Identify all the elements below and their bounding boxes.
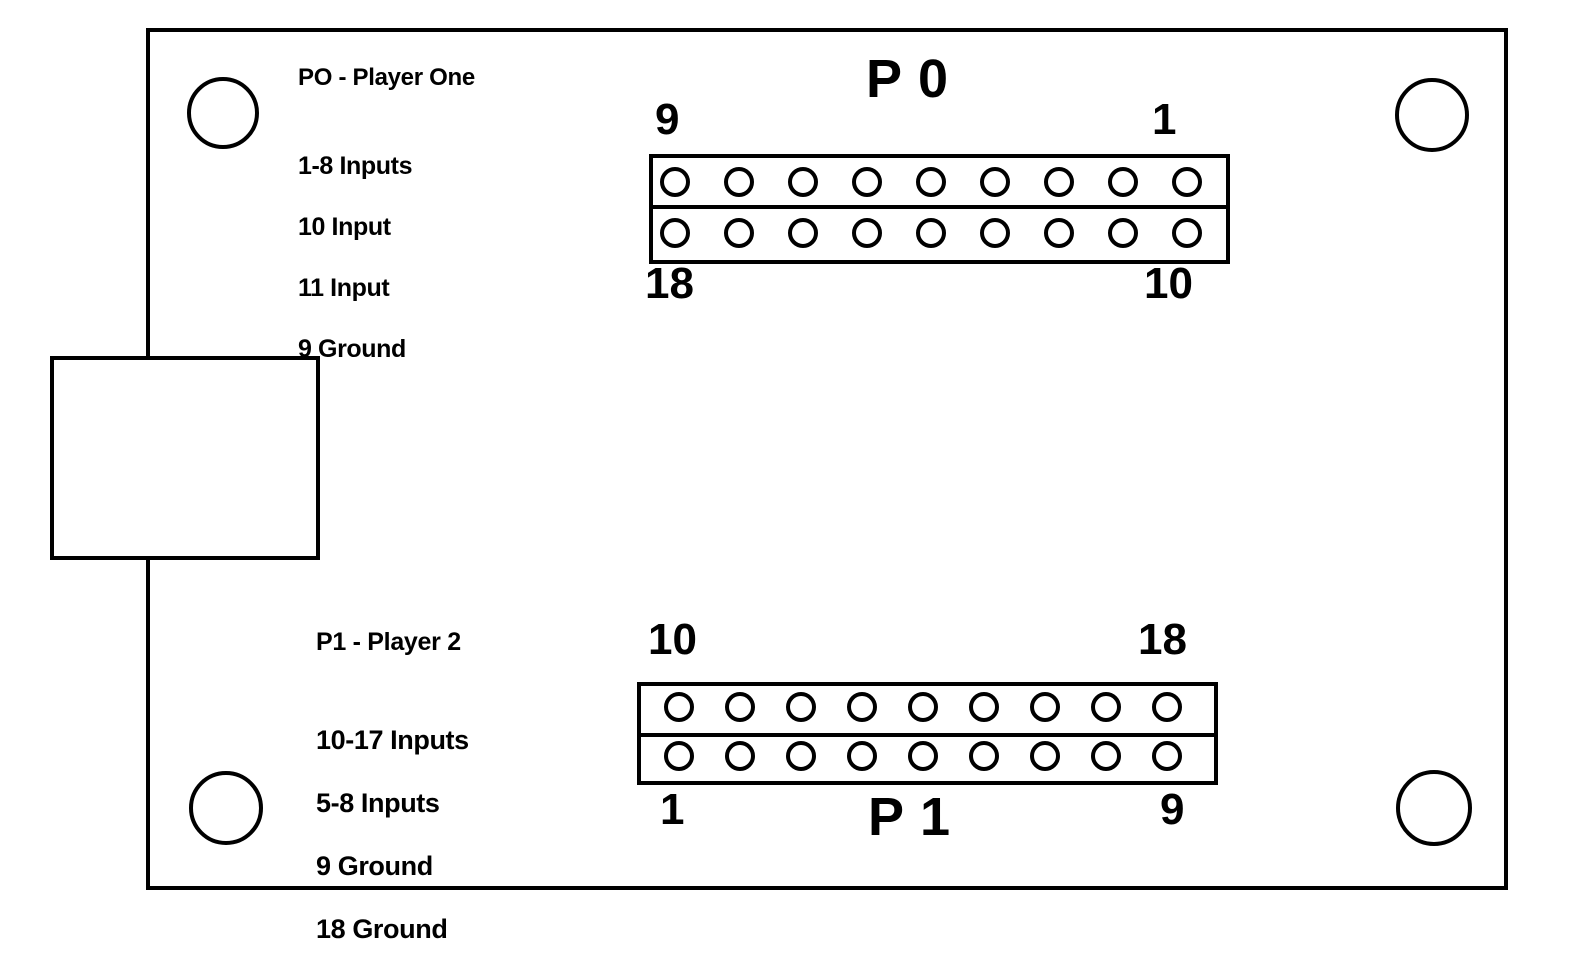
pin-hole: [664, 741, 694, 771]
p1-pin-label-top-right: 18: [1138, 615, 1187, 664]
pin-hole: [1152, 692, 1182, 722]
pin-hole: [1044, 218, 1074, 248]
pin-hole: [1030, 741, 1060, 771]
p1-pin-label-bottom-left: 1: [660, 785, 685, 834]
p0-note-line: 11 Input: [298, 274, 390, 302]
pin-hole: [969, 741, 999, 771]
p0-pin-label-top-right: 1: [1152, 95, 1177, 144]
p1-note-line: 18 Ground: [316, 914, 448, 944]
p0-header-title: P 0: [866, 49, 950, 109]
mounting-hole-bottom-left: [189, 771, 263, 845]
p0-pin-label-bottom-left: 18: [645, 259, 694, 308]
pin-hole: [1172, 167, 1202, 197]
mounting-hole-top-right: [1395, 78, 1469, 152]
pin-hole: [980, 218, 1010, 248]
p1-connector: [637, 682, 1218, 785]
pin-hole: [908, 692, 938, 722]
pin-hole: [725, 741, 755, 771]
pin-hole: [788, 218, 818, 248]
pin-hole: [847, 741, 877, 771]
p1-note-line: 9 Ground: [316, 851, 433, 881]
p0-note-line: 10 Input: [298, 213, 391, 241]
pin-hole: [786, 692, 816, 722]
pin-hole: [847, 692, 877, 722]
p0-connector: [649, 154, 1230, 264]
pin-hole: [724, 167, 754, 197]
p1-note-title: P1 - Player 2: [316, 628, 461, 656]
p1-header-title: P 1: [868, 787, 952, 847]
p0-note-line: 1-8 Inputs: [298, 152, 413, 180]
p1-pin-label-top-left: 10: [648, 615, 697, 664]
usb-connector-border: [50, 356, 320, 560]
pin-hole: [1108, 218, 1138, 248]
pin-hole: [1172, 218, 1202, 248]
p1-pin-label-bottom-right: 9: [1160, 785, 1185, 834]
pin-hole: [1091, 741, 1121, 771]
pin-hole: [852, 167, 882, 197]
pcb-board-diagram: [50, 28, 1508, 890]
p1-note-lines: 10-17 Inputs 5-8 Inputs 9 Ground 18 Grou…: [316, 695, 469, 963]
pin-hole: [916, 167, 946, 197]
pin-hole: [724, 218, 754, 248]
p0-note-line: 9 Ground: [298, 335, 406, 363]
pin-hole: [916, 218, 946, 248]
pin-hole: [1152, 741, 1182, 771]
p1-note-line: 5-8 Inputs: [316, 788, 440, 818]
mounting-hole-bottom-right: [1396, 770, 1472, 846]
p0-pin-label-bottom-right: 10: [1144, 259, 1193, 308]
usb-connector-fill: [54, 360, 316, 556]
pin-hole: [1030, 692, 1060, 722]
mounting-hole-top-left: [187, 77, 259, 149]
pin-hole: [1091, 692, 1121, 722]
pin-hole: [980, 167, 1010, 197]
pin-hole: [660, 218, 690, 248]
pin-hole: [852, 218, 882, 248]
p1-note-line: 10-17 Inputs: [316, 725, 469, 755]
pin-hole: [1108, 167, 1138, 197]
p0-pin-label-top-left: 9: [655, 95, 680, 144]
p1-pin-holes: [664, 692, 1182, 771]
pin-hole: [908, 741, 938, 771]
pin-hole: [664, 692, 694, 722]
pin-hole: [786, 741, 816, 771]
pin-hole: [660, 167, 690, 197]
p0-note-lines: 1-8 Inputs 10 Input 11 Input 9 Ground: [298, 122, 412, 382]
pin-hole: [969, 692, 999, 722]
p0-pin-holes: [660, 167, 1202, 248]
pin-hole: [788, 167, 818, 197]
pin-hole: [725, 692, 755, 722]
pin-hole: [1044, 167, 1074, 197]
p0-note-title: PO - Player One: [298, 64, 475, 91]
